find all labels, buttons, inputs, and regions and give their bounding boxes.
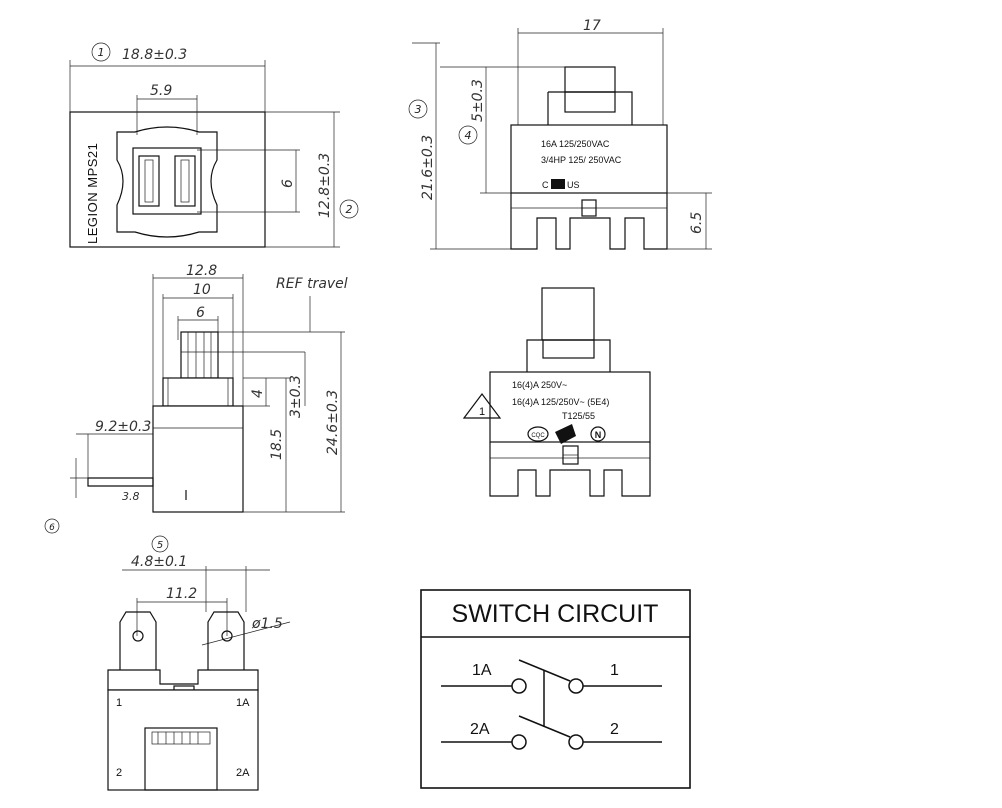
marker-1: 1 — [98, 46, 105, 59]
front-width-dim: 17 — [583, 18, 601, 34]
top-slot-dim: 6 — [280, 179, 296, 188]
side-travel-dim: 4 — [250, 389, 266, 398]
bottom-view: 5 4.8±0.1 11.2 ø1.5 1 1A 2 2A — [107, 535, 291, 791]
circuit-frame — [420, 589, 691, 789]
terminal-right-hole — [221, 630, 233, 642]
rear-label-line2: 16(4)A 125/250V~ (5E4) — [512, 397, 609, 407]
terminal-width-dim: 4.8±0.1 — [131, 554, 187, 570]
ref-travel-label: REF travel — [276, 276, 348, 292]
pin-2-label: 2 — [116, 767, 122, 779]
circuit-label-1a: 1A — [472, 662, 492, 679]
cqc-mark-icon — [527, 426, 549, 442]
marker-6: 6 — [49, 523, 55, 533]
terminal-left-hole — [132, 630, 144, 642]
marker-3: 3 — [415, 103, 422, 116]
side-stem-dim: 6 — [196, 305, 205, 321]
rear-button-cap — [541, 287, 595, 341]
marker-1-circle — [91, 42, 111, 62]
contact-1 — [568, 678, 584, 694]
contact-1a — [511, 678, 527, 694]
actuator-slot-right — [174, 155, 196, 207]
circuit-title: SWITCH CIRCUIT — [452, 600, 659, 628]
rear-label-line1: 16(4)A 250V~ — [512, 380, 567, 390]
pin-2a-label: 2A — [236, 767, 250, 779]
front-base-dim: 6.5 — [689, 212, 705, 234]
switch-circuit: SWITCH CIRCUIT 1A 1 2A 2 — [420, 589, 691, 789]
actuator-outline — [116, 126, 218, 238]
side-total-dim: 24.6±0.3 — [325, 390, 341, 455]
rear-base — [489, 442, 651, 497]
terminal-left — [119, 611, 157, 670]
front-base — [510, 193, 668, 250]
pin-1-label: 1 — [116, 697, 122, 709]
cert-cqc: CQC — [531, 433, 545, 439]
actuator-window — [132, 147, 202, 215]
top-view: 1 18.8±0.3 LEGION MPS21 5.9 6 12.8±0.3 2 — [69, 42, 359, 248]
circuit-label-2a: 2A — [470, 721, 490, 738]
front-label-us: US — [567, 180, 580, 190]
vde-mark-icon — [555, 424, 576, 444]
circuit-label-1: 1 — [610, 662, 619, 679]
top-height-dim: 12.8±0.3 — [317, 153, 333, 218]
front-height-dim: 21.6±0.3 — [420, 135, 436, 200]
bottom-body — [107, 689, 259, 791]
side-width-dim: 12.8 — [186, 263, 217, 279]
pin-1a-label: 1A — [236, 697, 250, 709]
n-mark-icon — [590, 426, 606, 442]
front-view: 17 16A 125/250VAC 3/4HP 125/ 250VAC C US… — [408, 18, 712, 250]
side-flange — [87, 477, 154, 487]
front-button-cap — [564, 66, 616, 93]
front-label-line2: 3/4HP 125/ 250VAC — [541, 155, 622, 165]
warning-mark: 1 — [479, 406, 485, 418]
side-button-head — [162, 377, 234, 407]
warning-triangle-icon — [462, 393, 502, 419]
side-dim185: 18.5 — [269, 429, 285, 460]
brand-text: LEGION MPS21 — [85, 143, 100, 244]
rear-label-line3: T125/55 — [562, 411, 595, 421]
front-label-c: C — [542, 180, 549, 190]
terminal-pitch-dim: 11.2 — [166, 586, 197, 602]
contact-2a — [511, 734, 527, 750]
front-button-dim: 5±0.3 — [470, 79, 486, 122]
top-width-dim: 18.8±0.3 — [122, 47, 187, 63]
circuit-label-2: 2 — [610, 721, 619, 738]
marker-2: 2 — [346, 203, 353, 216]
marker-5: 5 — [157, 540, 163, 551]
ul-mark-icon — [551, 179, 565, 189]
actuator-slot-left — [138, 155, 160, 207]
front-label-line1: 16A 125/250VAC — [541, 139, 610, 149]
bottom-recess — [144, 727, 218, 791]
front-body — [510, 124, 668, 194]
top-body-outline — [69, 111, 266, 248]
rear-view: 16(4)A 250V~ 16(4)A 125/250V~ (5E4) T125… — [462, 287, 651, 497]
terminal-right — [207, 611, 245, 670]
side-body — [152, 405, 244, 513]
marker-4: 4 — [465, 129, 472, 142]
side-flange-dim: 9.2±0.3 — [95, 419, 151, 435]
side-dim3: 3±0.3 — [288, 375, 304, 418]
side-stem — [180, 331, 219, 379]
side-small-dim: 3.8 — [122, 490, 140, 503]
side-inner-dim: 10 — [193, 282, 211, 298]
hole-dim: ø1.5 — [251, 616, 283, 632]
top-inner-dim: 5.9 — [150, 83, 172, 99]
cert-n: N — [595, 430, 602, 440]
side-view: 12.8 10 6 REF travel 9.2 — [70, 263, 348, 513]
contact-2 — [568, 734, 584, 750]
